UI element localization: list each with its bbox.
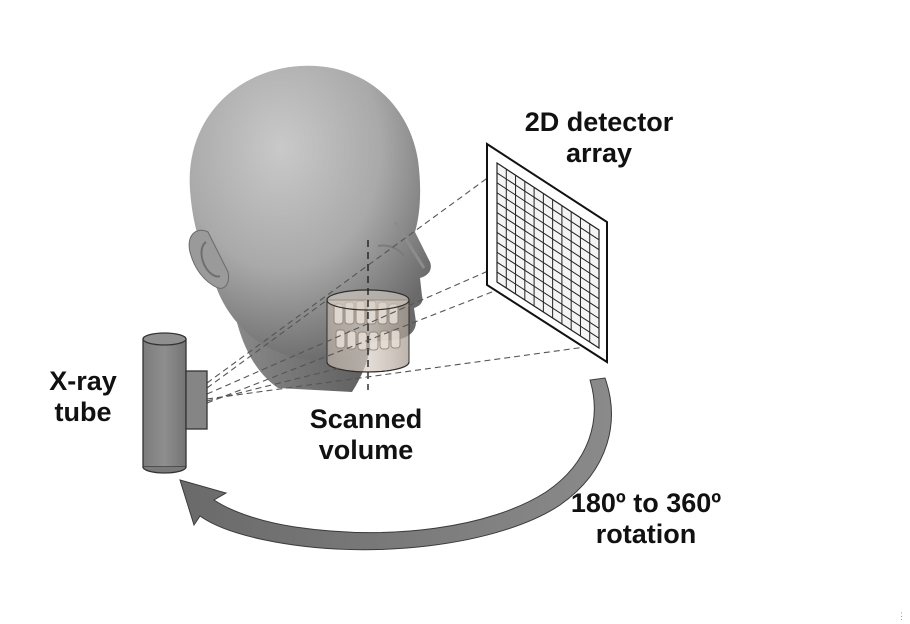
detector-label-line1: 2D detector (524, 107, 674, 137)
xray-tube-label: X-ray tube (28, 366, 138, 428)
detector-grid-row (496, 222, 600, 290)
detector-grid-row (496, 261, 600, 329)
rotation-label-line1: 180º to 360º (570, 488, 722, 518)
head-shape (189, 65, 431, 360)
detector-label-line2: array (565, 138, 633, 168)
xray-label-line1: X-ray (49, 366, 117, 396)
detector-grid-row (496, 231, 600, 300)
detector-grid-row (496, 212, 600, 280)
rotation-label-line2: rotation (595, 519, 697, 549)
detector-grid-row (496, 251, 600, 319)
scanned-volume-cylinder (326, 289, 410, 373)
rotation-arrow (179, 377, 612, 551)
corner-mark: ⋮ (897, 611, 906, 621)
detector-grid-row (496, 182, 600, 251)
detector-grid-row (496, 172, 600, 241)
xray-tube (142, 332, 208, 474)
detector-grid-row (496, 241, 600, 310)
scanned-label-line1: Scanned (309, 404, 423, 434)
xray-beam-lines (206, 170, 601, 404)
detector-array (486, 142, 608, 364)
detector-grid-row (496, 271, 600, 339)
ear (188, 229, 229, 289)
rotation-label: 180º to 360º rotation (532, 488, 760, 550)
detector-grid-row (496, 202, 600, 270)
tube-window (185, 370, 208, 430)
detector-grid-row (496, 192, 600, 260)
detector-grid (496, 169, 600, 342)
xray-label-line2: tube (54, 397, 112, 427)
detector-array-label: 2D detector array (488, 107, 710, 169)
scanned-volume-label: Scanned volume (288, 404, 444, 466)
scanned-label-line2: volume (318, 435, 414, 465)
